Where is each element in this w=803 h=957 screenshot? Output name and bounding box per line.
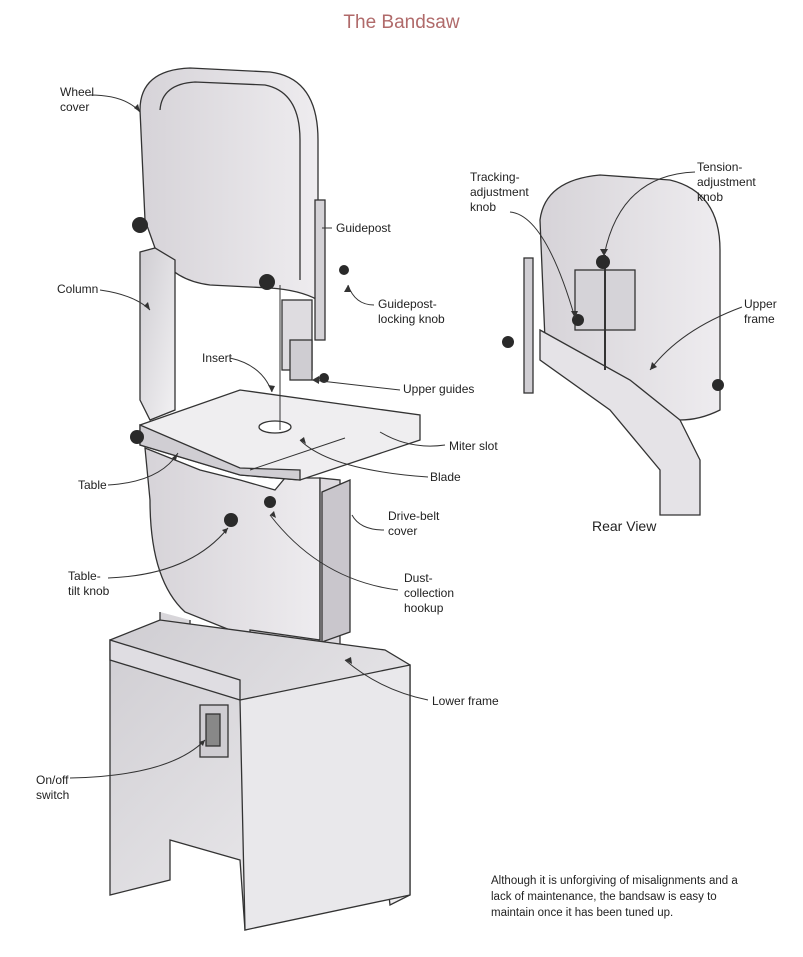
label-line: Guidepost- — [378, 297, 437, 311]
label-table: Table — [78, 478, 107, 492]
label-guidepost: Guidepost — [336, 221, 391, 235]
rear-view-illustration — [523, 174, 721, 516]
label-line: Wheel — [60, 85, 95, 99]
label-line: Drive-belt — [388, 509, 440, 523]
label-miter-slot: Miter slot — [449, 439, 498, 453]
label-column: Column — [57, 282, 99, 296]
label-line: Dust- — [404, 571, 433, 585]
dust-hook-knob — [264, 496, 276, 508]
rear-locking-knob — [502, 336, 514, 348]
upper-knob — [259, 274, 275, 290]
leader-lines — [69, 94, 743, 779]
label-line: On/off — [36, 773, 69, 787]
label-line: cover — [60, 100, 90, 114]
label-upper-frame: Upper frame — [744, 297, 777, 327]
rear-knob — [712, 379, 724, 391]
label-line: cover — [388, 524, 418, 538]
label-line: knob — [470, 200, 497, 214]
guide-knob — [319, 373, 329, 383]
label-line: switch — [36, 788, 70, 802]
label-tracking-adjustment-knob: Tracking- adjustment knob — [470, 170, 529, 215]
table-knob — [130, 430, 144, 444]
knobs — [130, 217, 349, 527]
label-line: adjustment — [470, 185, 529, 199]
label-wheel-cover: Wheel cover — [60, 85, 94, 115]
wheel-cover-inner — [159, 81, 301, 280]
bandsaw-main — [109, 67, 421, 931]
label-line: tilt knob — [68, 584, 110, 598]
label-line: Tracking- — [470, 170, 520, 184]
label-tension-adjustment-knob: Tension- adjustment knob — [697, 160, 756, 205]
label-line: Upper — [744, 297, 777, 311]
label-insert: Insert — [202, 351, 233, 365]
label-line: collection — [404, 586, 455, 600]
tilt-knob — [224, 513, 238, 527]
tension-knob — [596, 255, 610, 269]
label-blade: Blade — [430, 470, 461, 484]
label-line: frame — [744, 312, 775, 326]
guidepost-shape — [314, 199, 326, 341]
label-line: knob — [697, 190, 724, 204]
label-line: Table- — [68, 569, 101, 583]
rear-view-label: Rear View — [592, 518, 657, 534]
label-upper-guides: Upper guides — [403, 382, 475, 396]
label-line: hookup — [404, 601, 444, 615]
column-shape — [139, 247, 176, 421]
label-lower-frame: Lower frame — [432, 694, 499, 708]
wheel-cover-shape — [139, 67, 319, 302]
label-line: locking knob — [378, 312, 445, 326]
guidepost-knob — [339, 265, 349, 275]
caption: Although it is unforgiving of misalignme… — [491, 875, 738, 919]
label-drive-belt-cover: Drive-belt cover — [388, 509, 439, 539]
drive-belt-cover-shape — [321, 479, 351, 643]
label-on-off-switch: On/off switch — [36, 773, 69, 803]
label-line: adjustment — [697, 175, 756, 189]
label-line: Tension- — [697, 160, 743, 174]
insert-shape — [258, 420, 292, 434]
rear-guidepost — [523, 257, 534, 394]
wheel-knob — [132, 217, 148, 233]
diagram-title: The Bandsaw — [343, 12, 460, 33]
arrowheads — [134, 104, 657, 746]
label-guidepost-locking-knob: Guidepost- locking knob — [378, 297, 445, 327]
label-table-tilt-knob: Table- tilt knob — [68, 569, 109, 599]
label-dust-collection-hookup: Dust- collection hookup — [404, 571, 454, 616]
rear-upper-frame — [539, 328, 701, 516]
